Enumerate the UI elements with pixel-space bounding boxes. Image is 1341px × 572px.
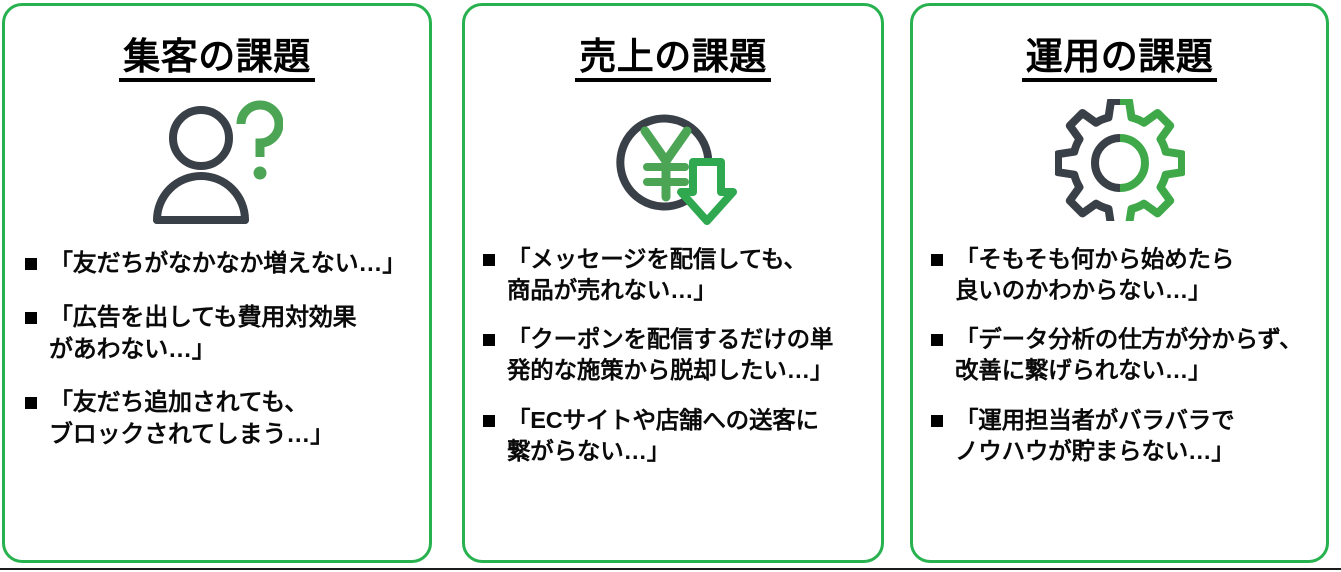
card-title: 集客の課題 bbox=[5, 36, 429, 83]
list-item-label: 「ECサイトや店舗への送客に 繋がらない…」 bbox=[507, 406, 819, 464]
list-item: 「広告を出しても費用対効果 があわない…」 bbox=[25, 302, 421, 365]
bullet-square-icon bbox=[25, 397, 37, 410]
bullet-square-icon bbox=[25, 258, 37, 271]
challenge-list: 「メッセージを配信しても、 商品が売れない…」 「クーポンを配信するだけの単 発… bbox=[465, 244, 881, 466]
list-item: 「データ分析の仕方が分からず、 改善に繋げられない…」 bbox=[931, 324, 1320, 386]
list-item: 「友だちがなかなか増えない…」 bbox=[25, 248, 421, 280]
list-item-label: 「メッセージを配信しても、 商品が売れない…」 bbox=[507, 246, 807, 304]
list-item-label: 「運用担当者がバラバラで ノウハウが貯まらない…」 bbox=[955, 406, 1235, 464]
card-title-text: 売上の課題 bbox=[575, 36, 771, 83]
person-question-icon bbox=[5, 88, 429, 238]
list-item-label: 「クーポンを配信するだけの単 発的な施策から脱却したい…」 bbox=[507, 326, 834, 384]
list-item: 「メッセージを配信しても、 商品が売れない…」 bbox=[483, 244, 875, 306]
list-item: 「そもそも何から始めたら 良いのかわからない…」 bbox=[931, 244, 1320, 306]
challenge-list: 「友だちがなかなか増えない…」 「広告を出しても費用対効果 があわない…」 「友… bbox=[5, 248, 429, 450]
card-title-text: 運用の課題 bbox=[1021, 36, 1218, 83]
bullet-square-icon bbox=[931, 414, 943, 427]
card-title: 売上の課題 bbox=[465, 36, 881, 83]
list-item-label: 「データ分析の仕方が分からず、 改善に繋げられない…」 bbox=[955, 326, 1303, 384]
list-item: 「ECサイトや店舗への送客に 繋がらない…」 bbox=[483, 405, 875, 467]
gear-icon bbox=[913, 88, 1326, 238]
card-title: 運用の課題 bbox=[913, 36, 1326, 83]
page-bottom-divider bbox=[0, 568, 1341, 570]
challenge-list: 「そもそも何から始めたら 良いのかわからない…」 「データ分析の仕方が分からず、… bbox=[913, 244, 1326, 466]
list-item: 「運用担当者がバラバラで ノウハウが貯まらない…」 bbox=[931, 405, 1320, 467]
bullet-square-icon bbox=[483, 334, 495, 347]
yen-down-arrow-icon bbox=[465, 88, 881, 238]
card-title-text: 集客の課題 bbox=[119, 36, 315, 83]
list-item-label: 「広告を出しても費用対効果 があわない…」 bbox=[49, 304, 357, 363]
bullet-square-icon bbox=[25, 312, 37, 325]
bullet-square-icon bbox=[483, 254, 495, 267]
list-item-label: 「友だちがなかなか増えない…」 bbox=[49, 250, 406, 278]
bullet-square-icon bbox=[931, 254, 943, 267]
challenge-card-uriage: 売上の課題 「メッセージを配信しても、 商品が売れない…」 「クーポンを配信する… bbox=[462, 3, 884, 563]
list-item-label: 「友だち追加されても、 ブロックされてしまう…」 bbox=[49, 389, 334, 449]
challenge-card-unyou: 運用の課題 「そもそも何から始めたら 良いのか bbox=[910, 3, 1329, 563]
list-item: 「クーポンを配信するだけの単 発的な施策から脱却したい…」 bbox=[483, 324, 875, 386]
bullet-square-icon bbox=[483, 414, 495, 427]
list-item-label: 「そもそも何から始めたら 良いのかわからない…」 bbox=[955, 246, 1235, 304]
list-item: 「友だち追加されても、 ブロックされてしまう…」 bbox=[25, 387, 421, 450]
bullet-square-icon bbox=[931, 334, 943, 347]
challenge-card-shukyaku: 集客の課題 「友だちがなかなか増えない…」 「広告を出しても費用対効果 があわな… bbox=[2, 3, 432, 563]
